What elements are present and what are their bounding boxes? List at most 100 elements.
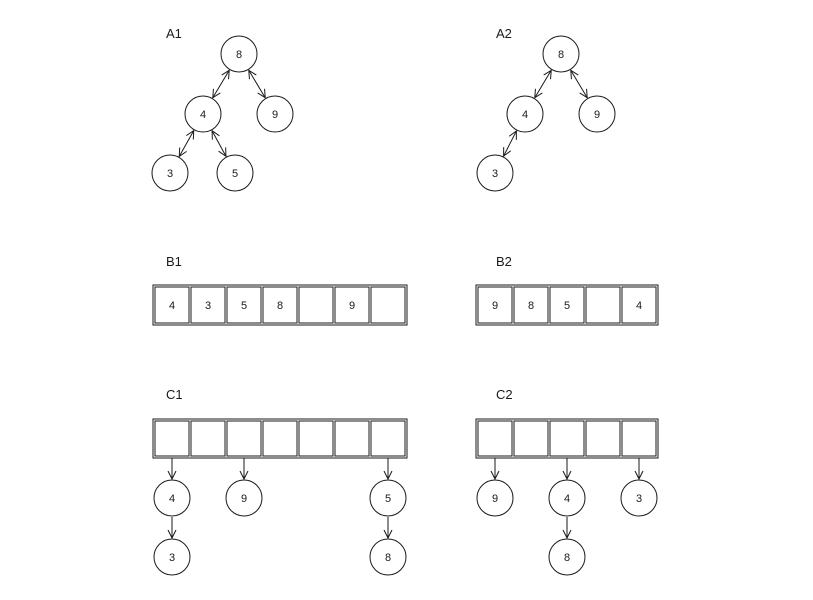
- tree-node: 4: [153, 479, 191, 517]
- array-outline: [152, 418, 408, 459]
- node-circle: [153, 479, 191, 517]
- tree-node: 9: [476, 479, 514, 517]
- array-cell-value: 5: [241, 300, 247, 312]
- node-value: 8: [385, 552, 391, 564]
- node-circle: [476, 154, 514, 192]
- node-circle: [578, 95, 616, 133]
- node-circle: [369, 479, 407, 517]
- array-cell: [262, 420, 298, 457]
- array-cell: [585, 286, 621, 324]
- array-cell: [513, 286, 549, 324]
- node-value: 5: [232, 168, 238, 180]
- node-circle: [506, 95, 544, 133]
- tree-edge: [504, 131, 517, 156]
- node-circle: [216, 154, 254, 192]
- array-cell: [298, 286, 334, 324]
- node-circle: [153, 538, 191, 576]
- array-cell-value: 4: [636, 300, 642, 312]
- node-circle: [151, 154, 189, 192]
- array-cell: [477, 286, 513, 324]
- node-value: 8: [558, 49, 564, 61]
- tree-node: 3: [476, 154, 514, 192]
- tree-edge: [249, 70, 265, 97]
- panel-label: B1: [166, 254, 182, 269]
- node-value: 9: [492, 493, 498, 505]
- node-circle: [542, 35, 580, 73]
- panel-A2: A2 8 4 9 3: [476, 26, 616, 192]
- array-cell: [154, 420, 190, 457]
- array-cell: [370, 420, 406, 457]
- node-value: 4: [522, 109, 528, 121]
- panel-B2: B2 9 8 5 4: [475, 254, 659, 326]
- node-value: 3: [167, 168, 173, 180]
- node-circle: [256, 95, 294, 133]
- tree-node: 9: [578, 95, 616, 133]
- array-cell: [549, 420, 585, 457]
- tree-node: 3: [151, 154, 189, 192]
- tree-node: 3: [620, 479, 658, 517]
- array-cell: [477, 420, 513, 457]
- tree-edge: [213, 70, 229, 97]
- node-circle: [548, 538, 586, 576]
- array-cell: [334, 286, 370, 324]
- array-cell: [621, 286, 657, 324]
- array-cell: [190, 420, 226, 457]
- panel-C1: C1 4 9 5 3 8: [152, 387, 408, 576]
- tree-node: 4: [506, 95, 544, 133]
- tree-edge: [179, 131, 193, 157]
- array-cell: [298, 420, 334, 457]
- tree-node: 8: [220, 35, 258, 73]
- panel-label: B2: [496, 254, 512, 269]
- array-cell: [513, 420, 549, 457]
- array-cell: [549, 286, 585, 324]
- tree-edge: [212, 131, 226, 157]
- array-cell-value: 4: [169, 300, 175, 312]
- tree-node: 9: [225, 479, 263, 517]
- array-cell-value: 8: [277, 300, 283, 312]
- node-circle: [225, 479, 263, 517]
- node-value: 4: [169, 493, 175, 505]
- node-value: 9: [241, 493, 247, 505]
- tree-node: 3: [153, 538, 191, 576]
- array-outline: [475, 418, 659, 459]
- node-value: 8: [236, 49, 242, 61]
- array-cell-value: 9: [492, 300, 498, 312]
- array-cell-value: 5: [564, 300, 570, 312]
- node-value: 8: [564, 552, 570, 564]
- array-cell: [621, 420, 657, 457]
- node-value: 4: [564, 493, 570, 505]
- tree-node: 8: [369, 538, 407, 576]
- tree-edge: [535, 70, 551, 97]
- array-cell: [190, 286, 226, 324]
- panel-label: C1: [166, 387, 183, 402]
- tree-node: 5: [216, 154, 254, 192]
- array-outline: [475, 284, 659, 326]
- node-value: 3: [492, 168, 498, 180]
- array-cell-value: 8: [528, 300, 534, 312]
- panel-B1: B1 4 3 5 8 9: [152, 254, 408, 326]
- node-value: 4: [200, 109, 206, 121]
- array-cell: [370, 286, 406, 324]
- node-value: 9: [272, 109, 278, 121]
- panel-label: A2: [496, 26, 512, 41]
- node-circle: [548, 479, 586, 517]
- tree-node: 4: [548, 479, 586, 517]
- node-value: 9: [594, 109, 600, 121]
- node-circle: [184, 95, 222, 133]
- node-value: 3: [636, 493, 642, 505]
- array-cell-value: 9: [349, 300, 355, 312]
- array-cell: [585, 420, 621, 457]
- tree-node: 5: [369, 479, 407, 517]
- tree-node: 9: [256, 95, 294, 133]
- array-cell: [154, 286, 190, 324]
- array-cell: [334, 420, 370, 457]
- node-value: 5: [385, 493, 391, 505]
- array-cell: [226, 420, 262, 457]
- tree-node: 8: [548, 538, 586, 576]
- array-cell-value: 3: [205, 300, 211, 312]
- node-circle: [220, 35, 258, 73]
- array-cell: [226, 286, 262, 324]
